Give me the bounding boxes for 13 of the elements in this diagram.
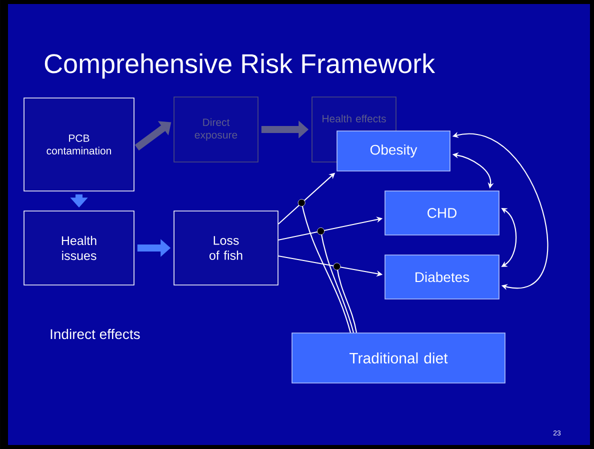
- note-text: Indirect effects: [50, 328, 140, 340]
- process-box: PCB contamination: [24, 98, 134, 192]
- process-box: CHD: [384, 190, 500, 236]
- process-box: Obesity: [336, 130, 450, 172]
- process-box: Diabetes: [384, 254, 500, 300]
- moderator-line: [333, 262, 358, 333]
- moderator-line: [298, 199, 352, 333]
- process-box: Traditional diet: [292, 332, 506, 384]
- slide-title: Comprehensive Risk Framework: [44, 53, 436, 79]
- process-box: Loss of fish: [174, 210, 278, 286]
- process-box: Health issues: [24, 210, 134, 286]
- process-box: Direct exposure: [174, 96, 258, 162]
- moderator-line: [317, 228, 354, 333]
